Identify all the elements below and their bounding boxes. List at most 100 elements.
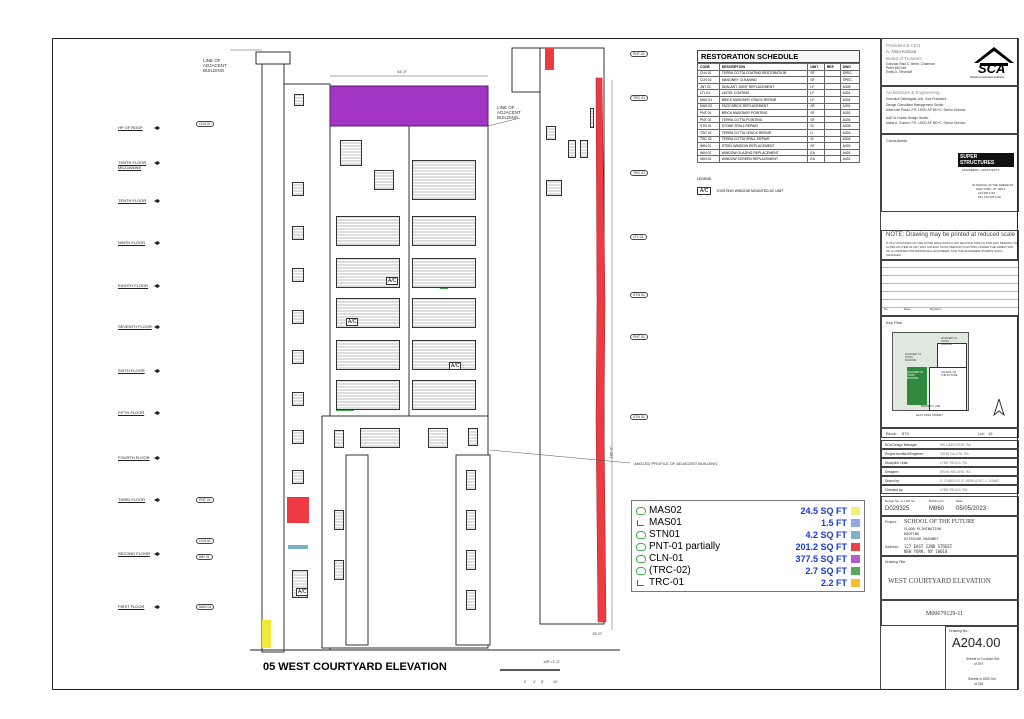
consultant-address: 212.505.1133 [978,191,995,195]
callout-tag[interactable]: CLN 01 [196,121,214,127]
floor-level-label: EIGHTH FLOOR [118,283,149,288]
schedule-cell: A401 [839,155,861,163]
schedule-cell: SEALANT JOINT REPLACEMENT [718,82,809,91]
callout-tag[interactable]: PNT 01 [630,51,648,57]
markup-legend-row[interactable]: (TRC-02)2.7 SQ FT [636,565,860,576]
design-no: D029325 [885,506,910,512]
callout-tag[interactable]: MAS 01 [196,604,215,610]
floor-level-label: FOURTH FLOOR [118,455,150,460]
schedule-cell: LF [807,89,825,97]
schedule-cell: LINTEL COATING [718,89,809,97]
cloud-icon [636,530,646,539]
callout-tag[interactable]: CLN 01 [196,538,214,544]
schedule-cell [823,76,841,84]
logo-text: SCA [978,61,1006,76]
schedule-cell: A304 [839,128,861,137]
red-pnt01-strip-top [545,48,554,70]
schedule-cell: STEEL WINDOW REPLACEMENT [718,142,809,150]
personnel-value: JOHN CALZTA, RA [940,452,969,456]
project-label: Project: [885,520,897,524]
markup-name: (TRC-02) [649,565,691,576]
schedule-header: DESCRIPTION [718,63,809,71]
schedule-cell: A305 [839,82,861,91]
schedule-cell: TERRA COTTA CRACK REPAIR [718,128,809,137]
markup-name: STN01 [649,529,681,540]
schedule-header: UNIT [807,63,825,71]
callout-tag[interactable]: PNT 01 [630,334,648,340]
personnel-label: Discipline Lead: [885,461,909,465]
schedule-cell: A401 [839,148,861,157]
callout-tag[interactable]: TRC 01 [630,95,649,101]
cloud-icon [636,566,646,575]
blue-stn01-mark [288,545,308,549]
ae-line: Dominick Delmagola, AIA, Vice President [886,97,947,101]
schedule-cell: SF [807,109,825,117]
adjacent-building-line-label: LINE OF ADJACENT BUILDING [497,105,521,120]
project-line: EXTERIOR MASONRY [904,537,939,541]
schedule-cell: A304 [839,115,861,124]
schedule-cell: WINDOW GLAZING REPLACEMENT [718,148,809,157]
schedule-cell: SF [807,69,825,78]
scale-mark: 16' [553,680,558,684]
floor-level-label: FIFTH FLOOR [118,410,145,415]
ae-line: A&E In-House Design Studio [886,116,929,120]
left-pier [261,61,285,653]
markup-name: MAS02 [649,505,682,516]
schedule-cell: FACE BRICK REPLACEMENT [718,102,809,111]
sca-header: President & CEO A. Nina Kubota Board of … [881,38,1019,86]
drawing-title-value: WEST COURTYARD ELEVATION [888,577,991,585]
sheets-ddb-label: Sheets in DDB Set: [968,677,997,681]
key-plan-label-text: PROPERTY LINE [921,405,941,408]
key-plan-map: ADJACENT 12 STORY BUILDING ADJACENT 12 S… [892,332,969,411]
schedule-header-row: CODE DESCRIPTION UNIT REF. DWG [697,63,861,71]
callout-tag[interactable]: LTL 01 [630,234,647,240]
floor-level-label: THIRD FLOOR [118,497,146,502]
callout-tag[interactable]: PNT 01 [196,497,214,503]
scale-mark: 0 [524,680,526,684]
schedule-cell: A304 [839,135,861,144]
schedule-cell: A301 [839,95,861,104]
dimension-label: 15'-0" [592,631,603,636]
schedule-cell: SF [807,76,825,84]
personnel-value: WILLIAM DONG, RA [940,443,971,447]
ae-line: Design Consultant Management Studio [886,103,944,107]
floor-level-label: SECOND FLOOR [118,551,151,556]
schedule-cell [823,82,841,91]
floor-level-label: NINTH FLOOR [118,240,146,245]
schedule-header: REF. [823,63,841,71]
ac-unit-marker: A/C [296,588,309,596]
markup-quantity: 201.2 SQ FT [795,541,847,552]
schedule-cell: TERRA COTTA SPALL REPAIR [718,135,809,144]
schedule-cell: MASONRY CLEANING [718,76,809,84]
callout-tag[interactable]: WR 01 [196,554,213,560]
personnel-label: Checked by: [885,488,904,492]
callout-tag[interactable]: TRC 01 [630,170,649,176]
title-block: President & CEO A. Nina Kubota Board of … [880,38,1019,690]
schedule-header: CODE [697,63,720,71]
callout-tag[interactable]: STN 01 [630,292,648,298]
schedule-cell [823,155,841,163]
schedule-cell: SPEC. [839,69,861,78]
lower-bay-left [345,454,369,646]
markup-name: TRC-01 [649,577,685,588]
callout-tag[interactable]: STN 01 [630,414,648,420]
schedule-cell [823,148,841,157]
color-swatch [851,566,860,575]
drawing-number: A204.00 [952,635,1001,650]
schedule-cell [823,89,841,97]
personnel-value: LYME REULS, RA [940,461,968,465]
building-id: M860 [929,506,945,512]
note-section: NOTE: Drawing may be printed at reduced … [881,230,1019,260]
schedule-cell: PNT 01 [697,109,720,117]
schedule-header: DWG [839,63,861,71]
